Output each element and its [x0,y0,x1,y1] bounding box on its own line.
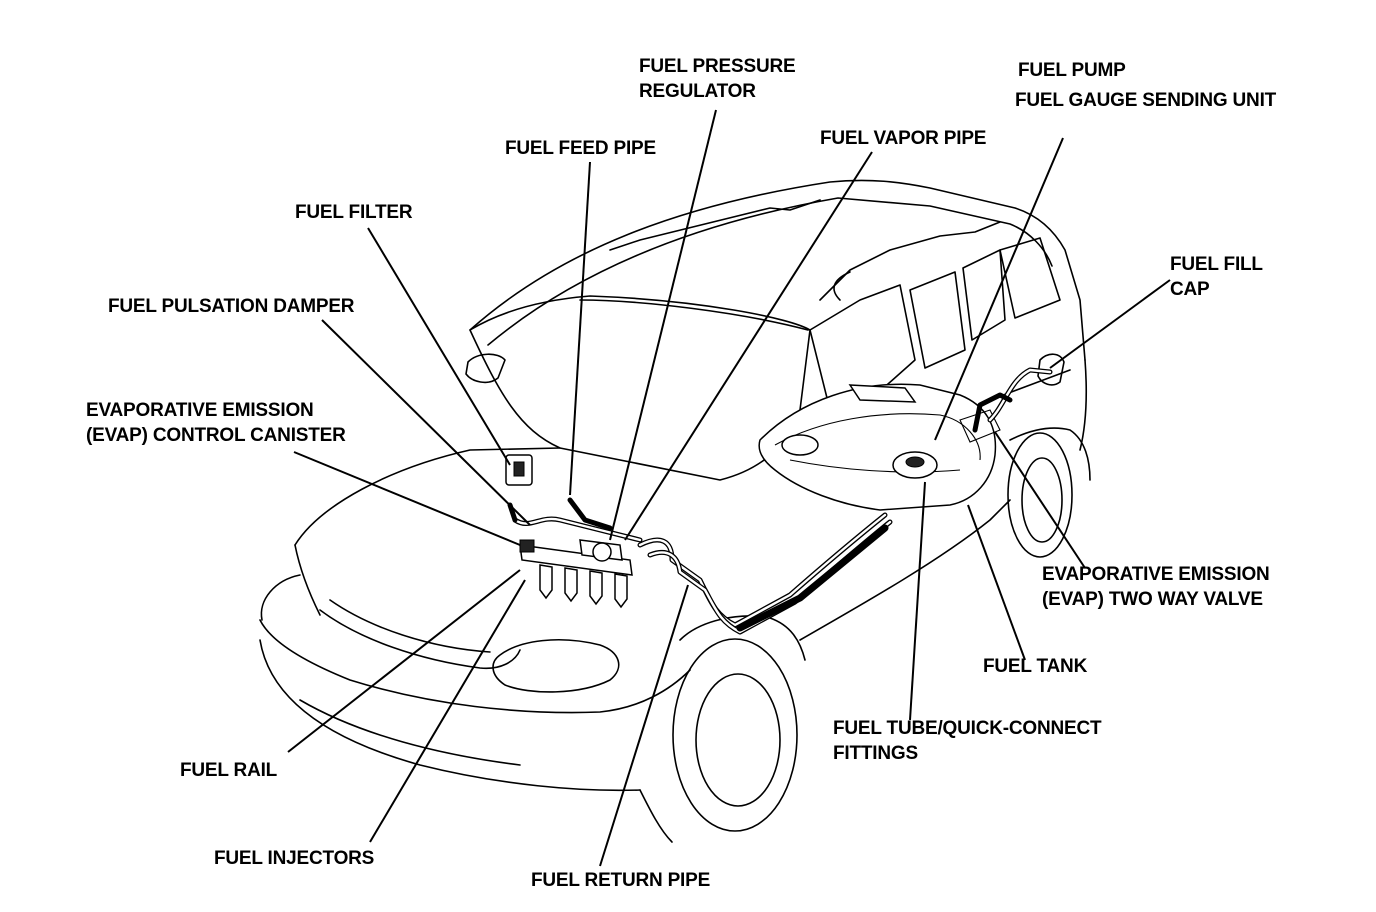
label-line: (EVAP) CONTROL CANISTER [86,425,346,446]
label-line: REGULATOR [639,81,756,102]
fuel-lines [507,367,1053,635]
vehicle-body [259,179,1091,843]
label-line: FUEL TUBE/QUICK-CONNECT [833,718,1102,739]
label-line: FUEL FILL [1170,254,1263,275]
label-fuel-pressure-regulator: FUEL PRESSURE REGULATOR [639,54,796,104]
label-line: EVAPORATIVE EMISSION [86,400,314,421]
label-fuel-gauge-sending-unit: FUEL GAUGE SENDING UNIT [1015,90,1277,111]
label-fuel-return-pipe: FUEL RETURN PIPE [531,870,711,891]
leader-fill-cap [1049,279,1171,369]
leader-quick-connect [909,481,926,721]
label-line: CAP [1170,279,1210,300]
leader-fuel-injectors [369,579,526,843]
label-evap-two-way-valve: EVAPORATIVE EMISSION (EVAP) TWO WAY VALV… [1042,562,1270,612]
label-line: FUEL PRESSURE [639,56,796,77]
engine-bay-components [505,454,633,609]
leader-feed-pipe [569,161,591,496]
injectors-shape [539,564,628,609]
leader-pulsation-damper [321,319,531,526]
label-line: EVAPORATIVE EMISSION [1042,564,1270,585]
leader-evap-valve [994,431,1086,569]
label-fuel-fill-cap: FUEL FILL CAP [1170,252,1263,302]
leader-fuel-tank [967,504,1026,661]
label-fuel-pump: FUEL PUMP [1018,60,1126,81]
leader-fuel-pump [934,137,1064,441]
label-fuel-vapor-pipe: FUEL VAPOR PIPE [820,128,987,149]
label-fuel-injectors: FUEL INJECTORS [214,848,375,869]
label-fuel-pulsation-damper: FUEL PULSATION DAMPER [108,296,355,317]
label-fuel-tube-quick-connect: FUEL TUBE/QUICK-CONNECT FITTINGS [833,716,1102,766]
leader-lines [287,109,1171,867]
leader-pressure-regulator [609,109,717,541]
leader-return-pipe [599,584,689,867]
leader-fuel-rail [287,569,521,753]
label-fuel-feed-pipe: FUEL FEED PIPE [505,138,656,159]
label-line: (EVAP) TWO WAY VALVE [1042,589,1263,610]
leader-evap-canister [293,451,521,546]
label-fuel-rail: FUEL RAIL [180,760,278,781]
label-fuel-filter: FUEL FILTER [295,202,413,223]
label-evap-control-canister: EVAPORATIVE EMISSION (EVAP) CONTROL CANI… [86,398,346,448]
label-line: FITTINGS [833,743,918,764]
fuel-tank-shape [758,383,1001,511]
label-fuel-tank: FUEL TANK [983,656,1088,677]
leader-fuel-filter [367,227,511,466]
leader-vapor-pipe [624,151,873,541]
